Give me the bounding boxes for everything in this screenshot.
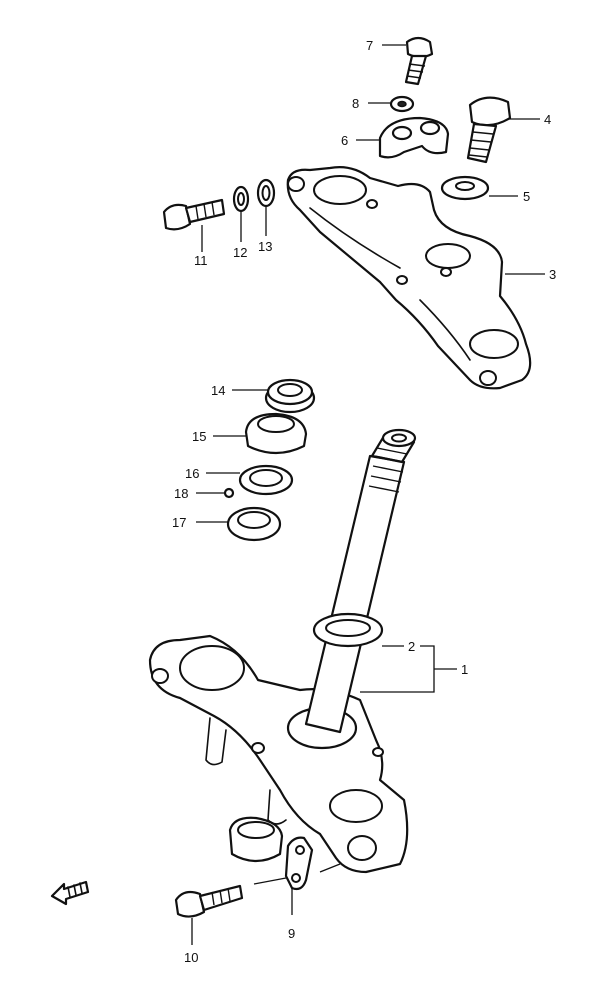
callout-9: 9: [288, 926, 295, 941]
stem-collar: [228, 816, 284, 863]
part-18-ball: [223, 487, 235, 499]
part-1-steering-stem: [148, 428, 417, 874]
callout-3: 3: [549, 267, 556, 282]
part-6-handlebar-clamp: [378, 116, 450, 159]
part-8-washer: [389, 95, 415, 113]
part-17-race: [226, 506, 282, 542]
callout-14: 14: [211, 383, 225, 398]
callout-15: 15: [192, 429, 206, 444]
callout-18: 18: [174, 486, 188, 501]
callout-16: 16: [185, 466, 199, 481]
callout-8: 8: [352, 96, 359, 111]
callout-11: 11: [194, 253, 208, 268]
callout-5: 5: [523, 189, 530, 204]
callout-4: 4: [544, 112, 551, 127]
part-10-bolt: [174, 884, 244, 918]
part-4-bolt: [466, 96, 512, 164]
callout-1: 1: [461, 662, 468, 677]
callout-6: 6: [341, 133, 348, 148]
part-13-washer: [256, 178, 276, 208]
front-direction-arrow-icon: [50, 880, 90, 906]
callout-2: 2: [408, 639, 415, 654]
part-11-bolt: [162, 198, 226, 231]
part-16-race: [238, 464, 294, 496]
part-7-bolt: [404, 36, 434, 86]
part-9-plate: [284, 836, 314, 891]
callout-7: 7: [366, 38, 373, 53]
part-3-upper-bracket: [286, 166, 532, 390]
leader-lines: [191, 44, 545, 945]
callout-13: 13: [258, 239, 272, 254]
part-5-washer: [440, 175, 490, 201]
part-12-washer: [232, 185, 250, 213]
part-14-dust-seal: [264, 378, 316, 414]
callout-12: 12: [233, 245, 247, 260]
callout-10: 10: [184, 950, 198, 965]
part-15-bearing: [244, 412, 308, 455]
callout-17: 17: [172, 515, 186, 530]
